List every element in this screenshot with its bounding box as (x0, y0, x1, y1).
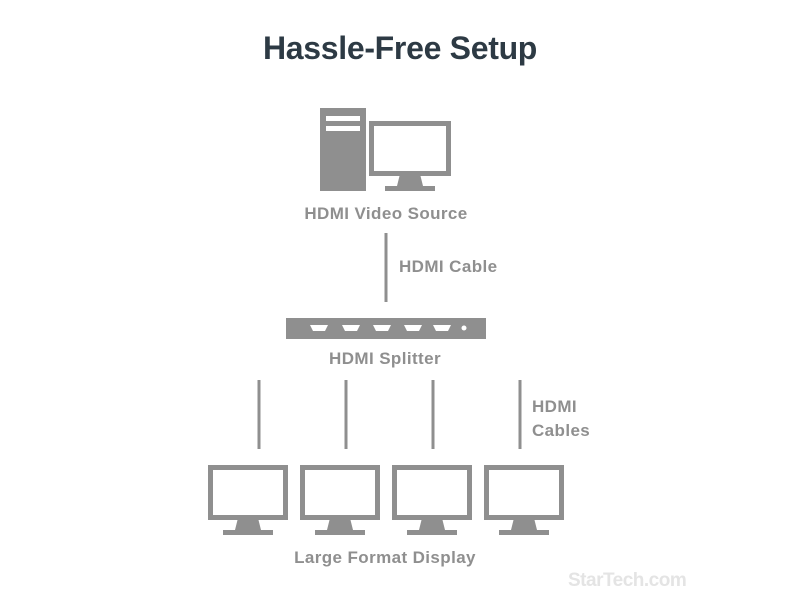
output-cables-label: HDMI Cables (532, 395, 590, 443)
output-cables-label-line2: Cables (532, 421, 591, 440)
source-monitor-icon (369, 121, 451, 191)
display-monitor-icon (392, 465, 472, 535)
display-monitor-icon (484, 465, 564, 535)
startech-watermark: StarTech.com (568, 570, 687, 591)
splitter-label: HDMI Splitter (329, 349, 441, 368)
display-monitor-icon (300, 465, 380, 535)
display-label: Large Format Display (294, 548, 476, 567)
input-cable-label: HDMI Cable (399, 257, 498, 276)
display-monitor-icon (208, 465, 288, 535)
output-cables-label-line1: HDMI (532, 397, 578, 416)
hdmi-splitter-icon (286, 318, 486, 339)
diagram-title: Hassle-Free Setup (262, 30, 538, 66)
pc-tower-icon (320, 108, 366, 191)
output-cables (257, 380, 522, 449)
video-source-label: HDMI Video Source (304, 204, 468, 223)
